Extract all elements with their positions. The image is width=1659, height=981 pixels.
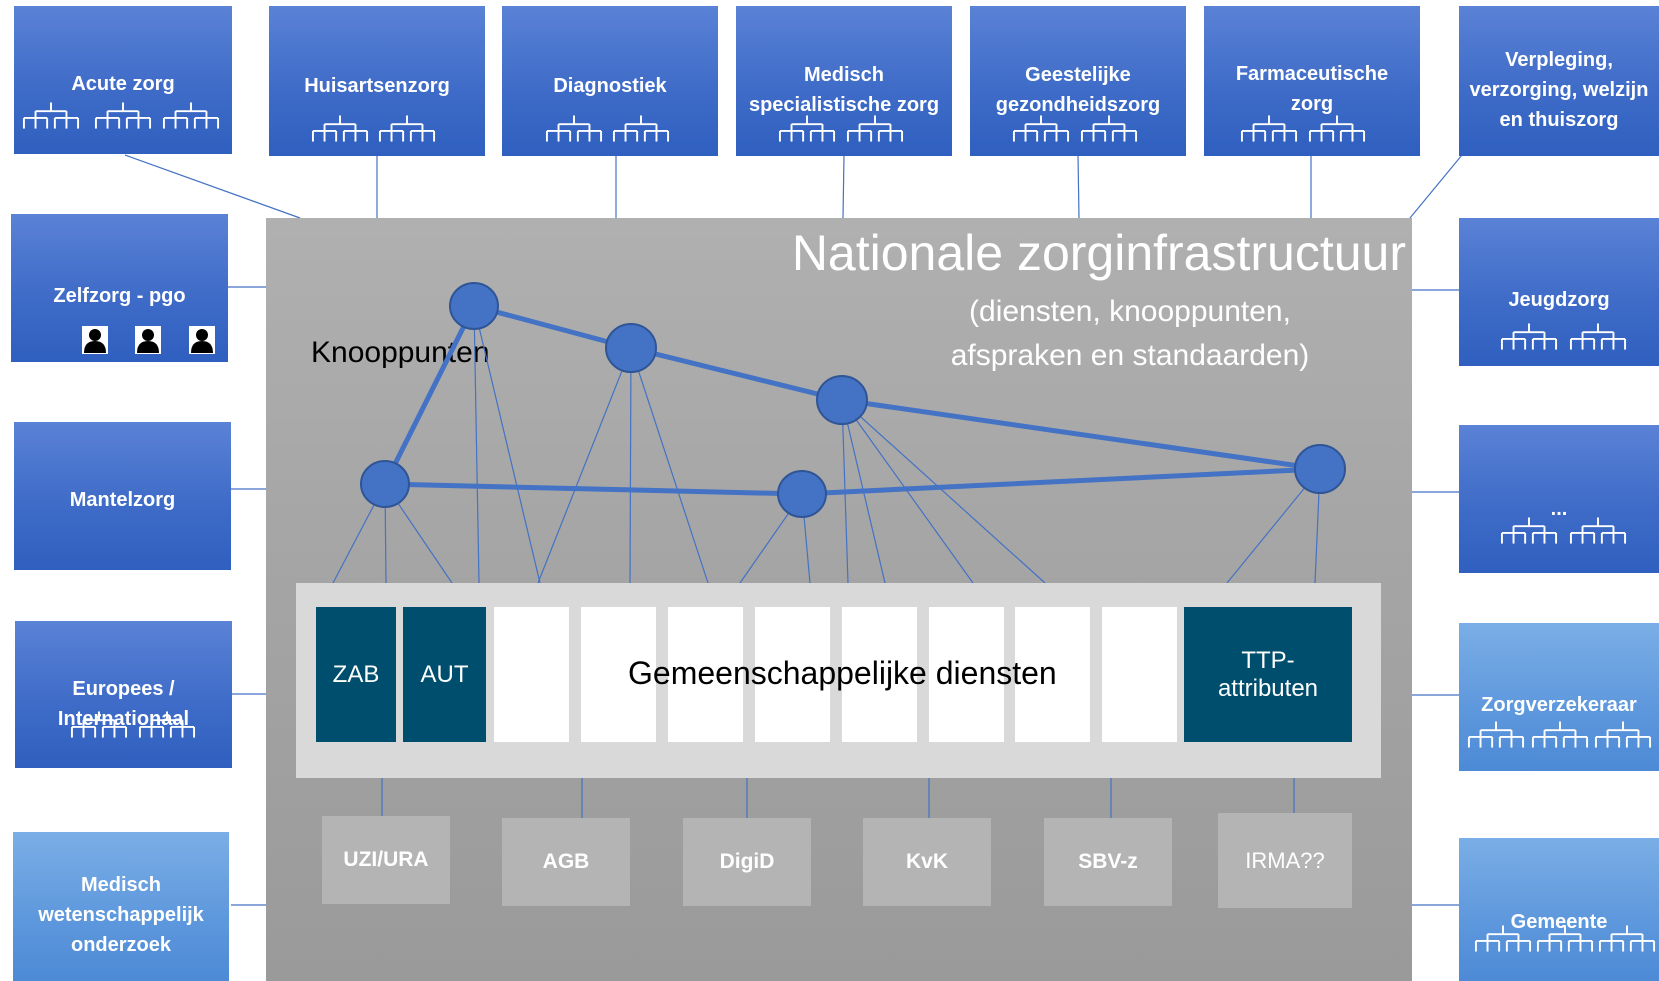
node-3 (816, 375, 868, 425)
service-zab-label: ZAB (332, 660, 380, 688)
org-hierarchy-icon (70, 711, 128, 738)
domain-label: Geestelijke gezondheidszorg (995, 64, 1161, 116)
service-slot (668, 607, 743, 742)
org-hierarchy-icon (1467, 721, 1525, 748)
org-hierarchy-icon (1594, 721, 1652, 748)
service-slot (842, 607, 917, 742)
person-icon (189, 326, 215, 354)
domain-medisch-wetenschappelijk-onderzoek: Medisch wetenschappelijk onderzoek (13, 832, 229, 981)
org-hierarchy-icon (1474, 925, 1532, 952)
domain-label: Gemeente (1510, 911, 1608, 933)
org-hierarchy-icon (1500, 517, 1558, 544)
org-hierarchy-icon (1569, 323, 1627, 350)
service-aut: AUT (403, 607, 486, 742)
domain-label: Medisch specialistische zorg (748, 64, 940, 116)
service-slot (929, 607, 1004, 742)
org-hierarchy-icon (846, 115, 904, 142)
org-hierarchy-icon (1598, 925, 1656, 952)
register-agb: AGB (502, 818, 630, 906)
org-hierarchy-icon (311, 115, 369, 142)
service-slot (1102, 607, 1177, 742)
service-slot (1015, 607, 1090, 742)
domain-huisartsenzorg: Huisartsenzorg (269, 6, 485, 156)
service-ttp-attributen: TTP-attributen (1184, 607, 1352, 742)
domain-label: Jeugdzorg (1508, 289, 1610, 311)
org-hierarchy-icon (1080, 115, 1138, 142)
domain-verpleging-verzorging: Verpleging, verzorging, welzijn en thuis… (1459, 6, 1659, 156)
org-hierarchy-icon (138, 711, 196, 738)
org-hierarchy-icon (22, 102, 80, 129)
domain-label: Verpleging, verzorging, welzijn en thuis… (1469, 49, 1649, 131)
register-sbv-z: SBV-z (1044, 818, 1172, 906)
gemeenschappelijke-diensten-bar: ZAB AUT TTP-attributen Gemeenschappelijk… (296, 583, 1381, 778)
org-hierarchy-icon (1308, 115, 1366, 142)
register-uzi-ura: UZI/URA (322, 816, 450, 904)
node-1 (449, 282, 499, 330)
service-aut-label: AUT (420, 660, 469, 688)
domain-europees-internationaal: Europees / Internationaal (15, 621, 232, 768)
infra-subtitle-line2: afspraken en standaarden) (950, 339, 1310, 372)
org-hierarchy-icon (162, 102, 220, 129)
org-hierarchy-icon (1500, 323, 1558, 350)
domain-gemeente: Gemeente (1459, 838, 1659, 981)
node-2 (605, 323, 657, 373)
node-4 (360, 460, 410, 508)
domain-label: Zelfzorg - pgo (53, 285, 186, 307)
org-hierarchy-icon (545, 115, 603, 142)
domain-label: Zorgverzekeraar (1481, 694, 1637, 716)
register-irma: IRMA?? (1218, 813, 1352, 908)
domain-label: Acute zorg (71, 73, 175, 95)
node-6 (1294, 444, 1346, 494)
org-hierarchy-icon (612, 115, 670, 142)
domain-medisch-specialistische-zorg: Medisch specialistische zorg (736, 6, 952, 156)
domain-label: ... (1550, 498, 1568, 520)
node-5 (777, 470, 827, 518)
diensten-label: Gemeenschappelijke diensten (628, 655, 1057, 691)
service-slot (581, 607, 656, 742)
domain-label: Diagnostiek (553, 75, 667, 97)
domain-label: Huisartsenzorg (304, 75, 450, 97)
knooppunten-label: Knooppunten (311, 336, 490, 369)
service-slot (755, 607, 830, 742)
person-icon (82, 326, 108, 354)
org-hierarchy-icon (1569, 517, 1627, 544)
org-hierarchy-icon (1531, 721, 1589, 748)
ttp-label-line1: TTP- (1241, 646, 1295, 674)
service-slot (494, 607, 569, 742)
domain-label: Farmaceutische zorg (1235, 63, 1389, 115)
org-hierarchy-icon (778, 115, 836, 142)
domain-mantelzorg: Mantelzorg (14, 422, 231, 570)
org-hierarchy-icon (94, 102, 152, 129)
person-icon (135, 326, 161, 354)
ttp-label-line2: attributen (1217, 674, 1319, 702)
org-hierarchy-icon (1012, 115, 1070, 142)
domain-label: Mantelzorg (69, 489, 176, 511)
org-hierarchy-icon (1240, 115, 1298, 142)
domain-label: Medisch wetenschappelijk onderzoek (38, 874, 204, 956)
org-hierarchy-icon (1536, 925, 1594, 952)
domain-ellipsis: ... (1459, 425, 1659, 573)
domain-diagnostiek: Diagnostiek (502, 6, 718, 156)
register-kvk: KvK (863, 818, 991, 906)
infra-subtitle-line1: (diensten, knooppunten, (969, 295, 1291, 328)
service-zab: ZAB (316, 607, 396, 742)
infra-title: Nationale zorginfrastructuur (791, 225, 1406, 281)
domain-geestelijke-gezondheidszorg: Geestelijke gezondheidszorg (970, 6, 1186, 156)
org-hierarchy-icon (378, 115, 436, 142)
domain-label: Europees / Internationaal (57, 678, 190, 730)
register-digid: DigiD (683, 818, 811, 906)
domain-acute-zorg: Acute zorg (14, 6, 232, 154)
